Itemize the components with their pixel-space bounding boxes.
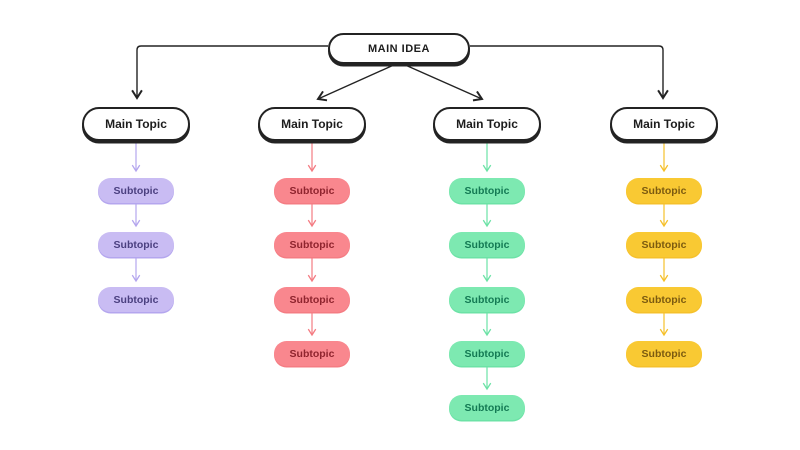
subtopic-node[interactable]: Subtopic <box>626 287 702 312</box>
connector-root-topic1 <box>131 45 328 100</box>
subtopic-node[interactable]: Subtopic <box>274 341 350 366</box>
main-idea-node[interactable]: MAIN IDEA <box>328 33 470 64</box>
subtopic-node[interactable]: Subtopic <box>449 232 525 257</box>
subtopic-node[interactable]: Subtopic <box>449 395 525 420</box>
subtopic-node[interactable]: Subtopic <box>449 178 525 203</box>
subtopic-node[interactable]: Subtopic <box>626 232 702 257</box>
main-topic-node-3[interactable]: Main Topic <box>433 107 541 141</box>
connector-root-topic2 <box>316 63 397 102</box>
subtopic-node[interactable]: Subtopic <box>98 178 174 203</box>
subtopic-node[interactable]: Subtopic <box>626 178 702 203</box>
main-topic-node-2[interactable]: Main Topic <box>258 107 366 141</box>
connector-root-topic4 <box>470 45 669 100</box>
subtopic-node[interactable]: Subtopic <box>626 341 702 366</box>
subtopic-node[interactable]: Subtopic <box>98 287 174 312</box>
subtopic-node[interactable]: Subtopic <box>449 287 525 312</box>
subtopic-node[interactable]: Subtopic <box>98 232 174 257</box>
subtopic-node[interactable]: Subtopic <box>274 178 350 203</box>
subtopic-node[interactable]: Subtopic <box>274 232 350 257</box>
main-topic-node-4[interactable]: Main Topic <box>610 107 718 141</box>
connector-root-topic3 <box>402 63 484 102</box>
main-topic-node-1[interactable]: Main Topic <box>82 107 190 141</box>
subtopic-node[interactable]: Subtopic <box>449 341 525 366</box>
subtopic-node[interactable]: Subtopic <box>274 287 350 312</box>
